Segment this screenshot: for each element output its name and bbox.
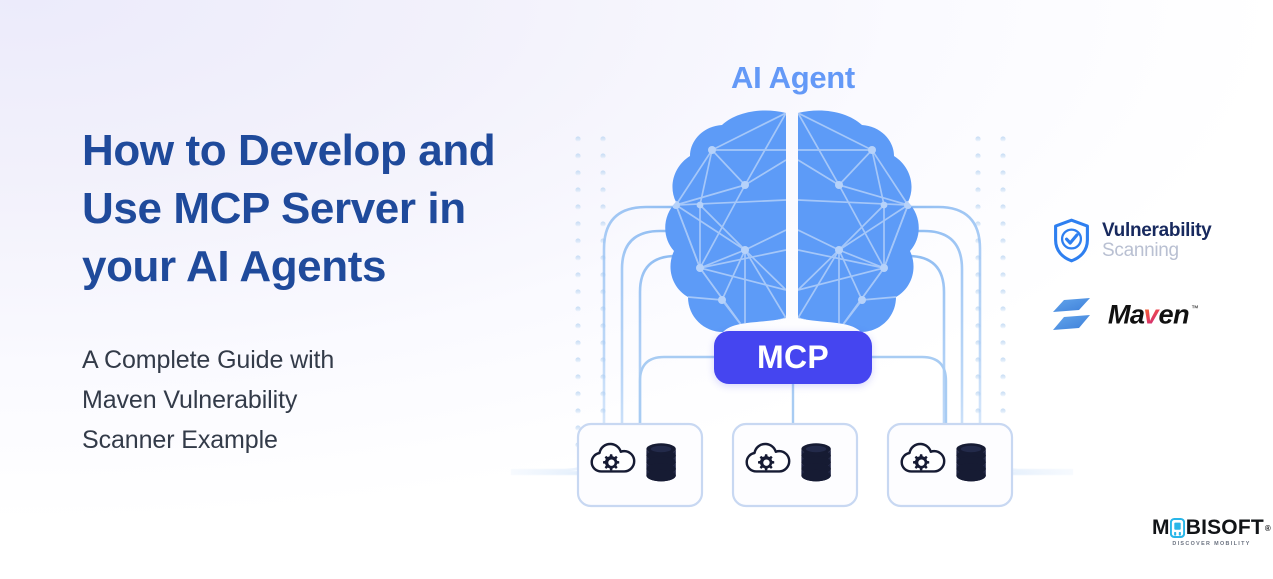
mcp-badge-label: MCP — [756, 339, 829, 375]
brain-lobe-right — [798, 110, 919, 332]
server-node-2[interactable] — [731, 422, 859, 508]
maven-text-accent: v — [1143, 300, 1160, 329]
subhead-line-2: Maven Vulnerability — [82, 386, 298, 414]
database-icon — [801, 443, 831, 482]
mobisoft-logo: M BISOFT ® DISCOVER MOBILITY — [1152, 516, 1271, 547]
mcp-badge[interactable]: MCP — [714, 331, 872, 384]
server-node-1[interactable] — [576, 422, 704, 508]
subhead-line-1: A Complete Guide with — [82, 346, 335, 374]
headline-line-1: How to Develop and — [82, 126, 496, 175]
maven-wordmark: Ma v en ™ — [1108, 300, 1199, 329]
headline-line-2: Use MCP Server in — [82, 184, 466, 233]
maven-text-before: Ma — [1108, 300, 1145, 329]
subhead-line-3: Scanner Example — [82, 426, 278, 454]
shield-check-icon — [1054, 218, 1089, 263]
maven-text-after: en — [1158, 300, 1189, 329]
mobisoft-tagline: DISCOVER MOBILITY — [1172, 541, 1251, 547]
scanning-label: Scanning — [1102, 239, 1179, 261]
dot-grid-right — [960, 128, 1022, 450]
database-icon — [646, 443, 676, 482]
dot-grid-left — [558, 128, 620, 450]
mobisoft-text-after: BISOFT — [1185, 516, 1264, 539]
page-subtitle: A Complete Guide with Maven Vulnerabilit… — [82, 340, 512, 460]
vulnerability-scanning-logo: Vulnerability Scanning — [1052, 218, 1212, 263]
mobisoft-registered: ® — [1264, 523, 1272, 533]
page-title: How to Develop and Use MCP Server in you… — [82, 122, 582, 296]
server-node-3[interactable] — [886, 422, 1014, 508]
maven-trademark: ™ — [1191, 303, 1199, 312]
maven-mark-icon — [1053, 298, 1090, 330]
vulnerability-label: Vulnerability — [1102, 219, 1212, 241]
maven-logo: Ma v en ™ — [1052, 296, 1226, 334]
mobisoft-text-before: M — [1152, 516, 1170, 539]
mobisoft-o-mark-icon — [1169, 518, 1185, 538]
database-icon — [956, 443, 986, 482]
mcp-connectors — [638, 355, 948, 426]
headline-line-3: your AI Agents — [82, 242, 387, 291]
ai-agent-label: AI Agent — [731, 60, 855, 95]
